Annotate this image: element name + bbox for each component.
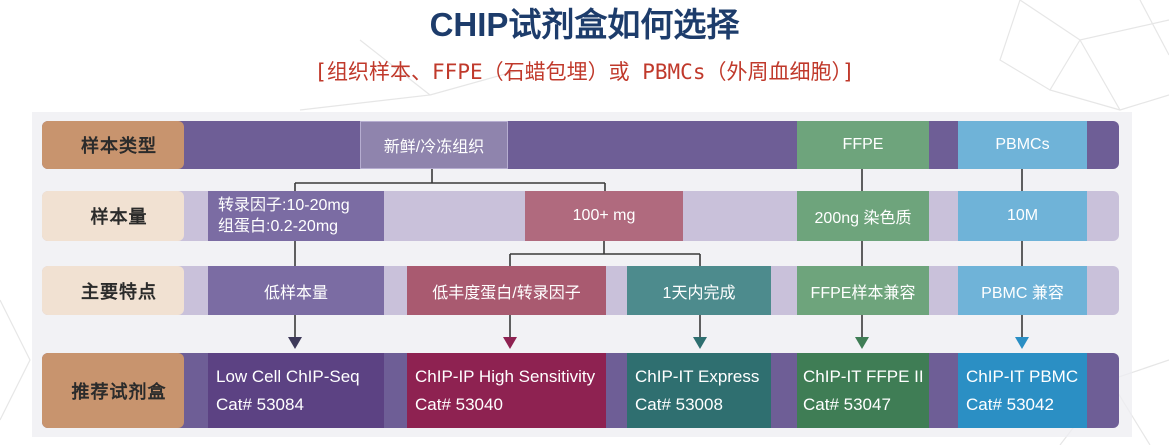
kit-name: ChIP-IT Express <box>635 366 760 386</box>
sample-amount-pbmc: 10M <box>958 191 1087 241</box>
page-subtitle: [组织样本、FFPE（石蜡包埋）或 PBMCs（外周血细胞）] <box>314 60 855 84</box>
kit-low-cell-chip-seq: Low Cell ChIP-Seq Cat# 53084 <box>208 353 384 428</box>
kit-catalog-number: Cat# 53084 <box>216 394 304 414</box>
row-label-recommended-kit: 推荐试剂盒 <box>42 353 184 428</box>
row-label-sample-type: 样本类型 <box>42 121 184 169</box>
sample-amount-ffpe: 200ng 染色质 <box>797 191 929 241</box>
kit-catalog-number: Cat# 53047 <box>803 394 891 414</box>
feature-low-input: 低样本量 <box>208 266 384 315</box>
kit-chip-ip-high-sensitivity: ChIP-IP High Sensitivity Cat# 53040 <box>407 353 606 428</box>
sample-amount-low-line-1: 转录因子:10-20mg <box>218 197 350 214</box>
row-label-sample-amount: 样本量 <box>42 191 184 241</box>
page-title: CHIP试剂盒如何选择 <box>429 6 740 43</box>
feature-ffpe-compatible: FFPE样本兼容 <box>797 266 929 315</box>
sample-type-pbmcs: PBMCs <box>958 121 1087 169</box>
kit-name: ChIP-IT FFPE II <box>803 366 924 386</box>
feature-high-sensitivity: 低丰度蛋白/转录因子 <box>407 266 606 315</box>
feature-pbmc-compatible: PBMC 兼容 <box>958 266 1087 315</box>
kit-catalog-number: Cat# 53008 <box>635 394 723 414</box>
kit-chip-it-ffpe-ii: ChIP-IT FFPE II Cat# 53047 <box>797 353 929 428</box>
row-band-sample-type <box>42 121 1119 169</box>
sample-type-fresh-frozen: 新鲜/冷冻组织 <box>360 121 508 169</box>
sample-type-ffpe: FFPE <box>797 121 929 169</box>
sample-amount-low-line-2: 组蛋白:0.2-20mg <box>218 218 339 235</box>
kit-name: ChIP-IP High Sensitivity <box>415 366 596 386</box>
kit-name: Low Cell ChIP-Seq <box>216 366 360 386</box>
feature-express: 1天内完成 <box>627 266 771 315</box>
sample-amount-low: 转录因子:10-20mg 组蛋白:0.2-20mg <box>208 191 384 241</box>
kit-catalog-number: Cat# 53040 <box>415 394 503 414</box>
sample-amount-high: 100+ mg <box>525 191 683 241</box>
kit-chip-it-pbmc: ChIP-IT PBMC Cat# 53042 <box>958 353 1087 428</box>
kit-chip-it-express: ChIP-IT Express Cat# 53008 <box>627 353 771 428</box>
kit-catalog-number: Cat# 53042 <box>966 394 1054 414</box>
kit-name: ChIP-IT PBMC <box>966 366 1079 386</box>
row-label-key-feature: 主要特点 <box>42 266 184 315</box>
